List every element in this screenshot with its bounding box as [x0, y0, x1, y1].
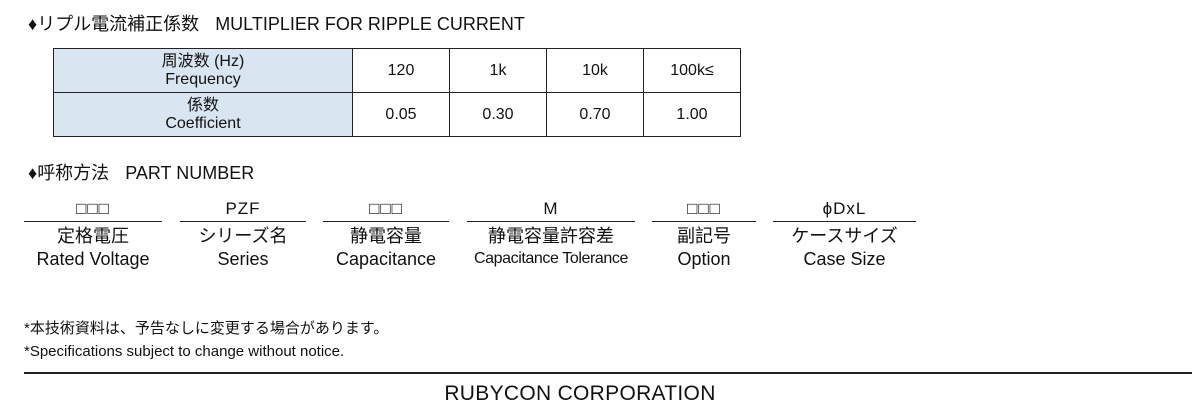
coefficient-value-cell: 0.70 — [546, 92, 644, 137]
frequency-label-jp: 周波数 (Hz) — [161, 52, 245, 70]
part-field-capacitance-tolerance: M 静電容量許容差 Capacitance Tolerance — [467, 198, 635, 270]
coefficient-header-cell: 係数 Coefficient — [53, 92, 353, 137]
frequency-value-cell: 10k — [546, 48, 644, 93]
ripple-current-heading: ♦リプル電流補正係数 MULTIPLIER FOR RIPPLE CURRENT — [28, 13, 525, 35]
part-title-en: PART NUMBER — [125, 163, 255, 183]
ripple-title-jp: リプル電流補正係数 — [37, 14, 200, 34]
part-code: □□□ — [652, 198, 756, 222]
part-label-en: Capacitance — [335, 249, 437, 269]
part-title-jp: 呼称方法 — [37, 163, 110, 183]
part-label-en: Series — [217, 249, 269, 269]
frequency-value-cell: 1k — [449, 48, 547, 93]
disclaimer-en: *Specifications subject to change withou… — [24, 343, 345, 360]
part-field-rated-voltage: □□□ 定格電圧 Rated Voltage — [24, 198, 162, 270]
ripple-title-en: MULTIPLIER FOR RIPPLE CURRENT — [215, 14, 525, 34]
company-name: RUBYCON CORPORATION — [444, 382, 716, 405]
part-label-jp: 副記号 — [677, 226, 731, 246]
frequency-label-en: Frequency — [165, 70, 241, 88]
part-label-jp: ケースサイズ — [791, 226, 898, 246]
coefficient-label-en: Coefficient — [165, 114, 241, 132]
part-label-en: Option — [677, 249, 731, 269]
disclaimer-jp: *本技術資料は、予告なしに変更する場合があります。 — [24, 320, 389, 337]
coefficient-value-cell: 1.00 — [643, 92, 741, 137]
frequency-value-cell: 100k≤ — [643, 48, 741, 93]
part-field-series: PZF シリーズ名 Series — [180, 198, 306, 270]
part-label-jp: シリーズ名 — [198, 226, 288, 246]
part-field-option: □□□ 副記号 Option — [652, 198, 756, 270]
part-code: ϕDxL — [773, 198, 916, 222]
table-row-coefficient: 係数 Coefficient 0.05 0.30 0.70 1.00 — [53, 92, 741, 137]
footer-divider — [24, 372, 1192, 374]
bullet-diamond-icon: ♦ — [28, 14, 38, 34]
part-code: □□□ — [24, 198, 162, 222]
table-row-frequency: 周波数 (Hz) Frequency 120 1k 10k 100k≤ — [53, 48, 741, 93]
part-field-case-size: ϕDxL ケースサイズ Case Size — [773, 198, 916, 270]
part-label-en: Capacitance Tolerance — [473, 250, 629, 267]
part-number-heading: ♦呼称方法 PART NUMBER — [28, 162, 254, 184]
coefficient-label-jp: 係数 — [186, 96, 219, 114]
ripple-multiplier-table: 周波数 (Hz) Frequency 120 1k 10k 100k≤ 係数 C… — [53, 48, 741, 137]
coefficient-value-cell: 0.05 — [352, 92, 450, 137]
part-label-jp: 静電容量許容差 — [488, 226, 614, 246]
part-code: M — [467, 198, 635, 222]
part-label-jp: 定格電圧 — [57, 226, 129, 246]
coefficient-value-cell: 0.30 — [449, 92, 547, 137]
frequency-value-cell: 120 — [352, 48, 450, 93]
part-label-en: Case Size — [803, 249, 886, 269]
part-field-capacitance: □□□ 静電容量 Capacitance — [323, 198, 449, 270]
part-label-jp: 静電容量 — [350, 226, 422, 246]
part-label-en: Rated Voltage — [36, 249, 150, 269]
bullet-diamond-icon: ♦ — [28, 163, 38, 183]
frequency-header-cell: 周波数 (Hz) Frequency — [53, 48, 353, 93]
part-code: □□□ — [323, 198, 449, 222]
part-code: PZF — [180, 198, 306, 222]
